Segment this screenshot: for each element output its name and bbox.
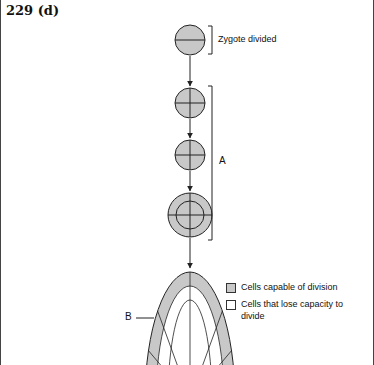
embryo-dome — [69, 260, 311, 365]
legend-row: Cells that lose capacity to divide — [226, 299, 372, 322]
embryo-cell — [175, 88, 205, 118]
legend-swatch — [226, 283, 236, 293]
legend-text: Cells that lose capacity to divide — [241, 299, 369, 322]
legend-swatch — [226, 300, 236, 310]
arrow — [190, 119, 191, 138]
division-wall — [175, 40, 205, 41]
cell-wall — [100, 293, 190, 365]
cell-wall — [190, 330, 311, 365]
cell-wall — [142, 268, 190, 365]
figure-number: 229 (d) — [6, 3, 59, 19]
bracket-label: A — [219, 155, 226, 167]
cell-wall — [190, 268, 238, 365]
stage-label: Zygote divided — [218, 34, 277, 45]
frame-line — [373, 0, 374, 365]
legend-row: Cells capable of division — [226, 282, 372, 293]
bracket — [208, 86, 212, 240]
legend-text: Cells capable of division — [241, 282, 369, 293]
leader-line — [136, 318, 154, 319]
embryo-cell — [168, 193, 212, 237]
dome-outline — [145, 272, 235, 365]
cell-wall — [69, 330, 190, 365]
embryo-cell — [175, 140, 205, 170]
frame-line — [0, 0, 1, 365]
division-wall — [190, 88, 191, 118]
division-wall — [190, 193, 191, 237]
cell-wall — [190, 260, 191, 365]
arrow — [190, 171, 191, 191]
arrow — [190, 56, 191, 86]
arrow — [190, 238, 191, 268]
division-wall — [190, 140, 191, 170]
zygote-cell — [175, 25, 205, 55]
bracket — [208, 26, 212, 54]
legend: Cells capable of divisionCells that lose… — [226, 282, 372, 328]
part-label: B — [125, 311, 132, 323]
